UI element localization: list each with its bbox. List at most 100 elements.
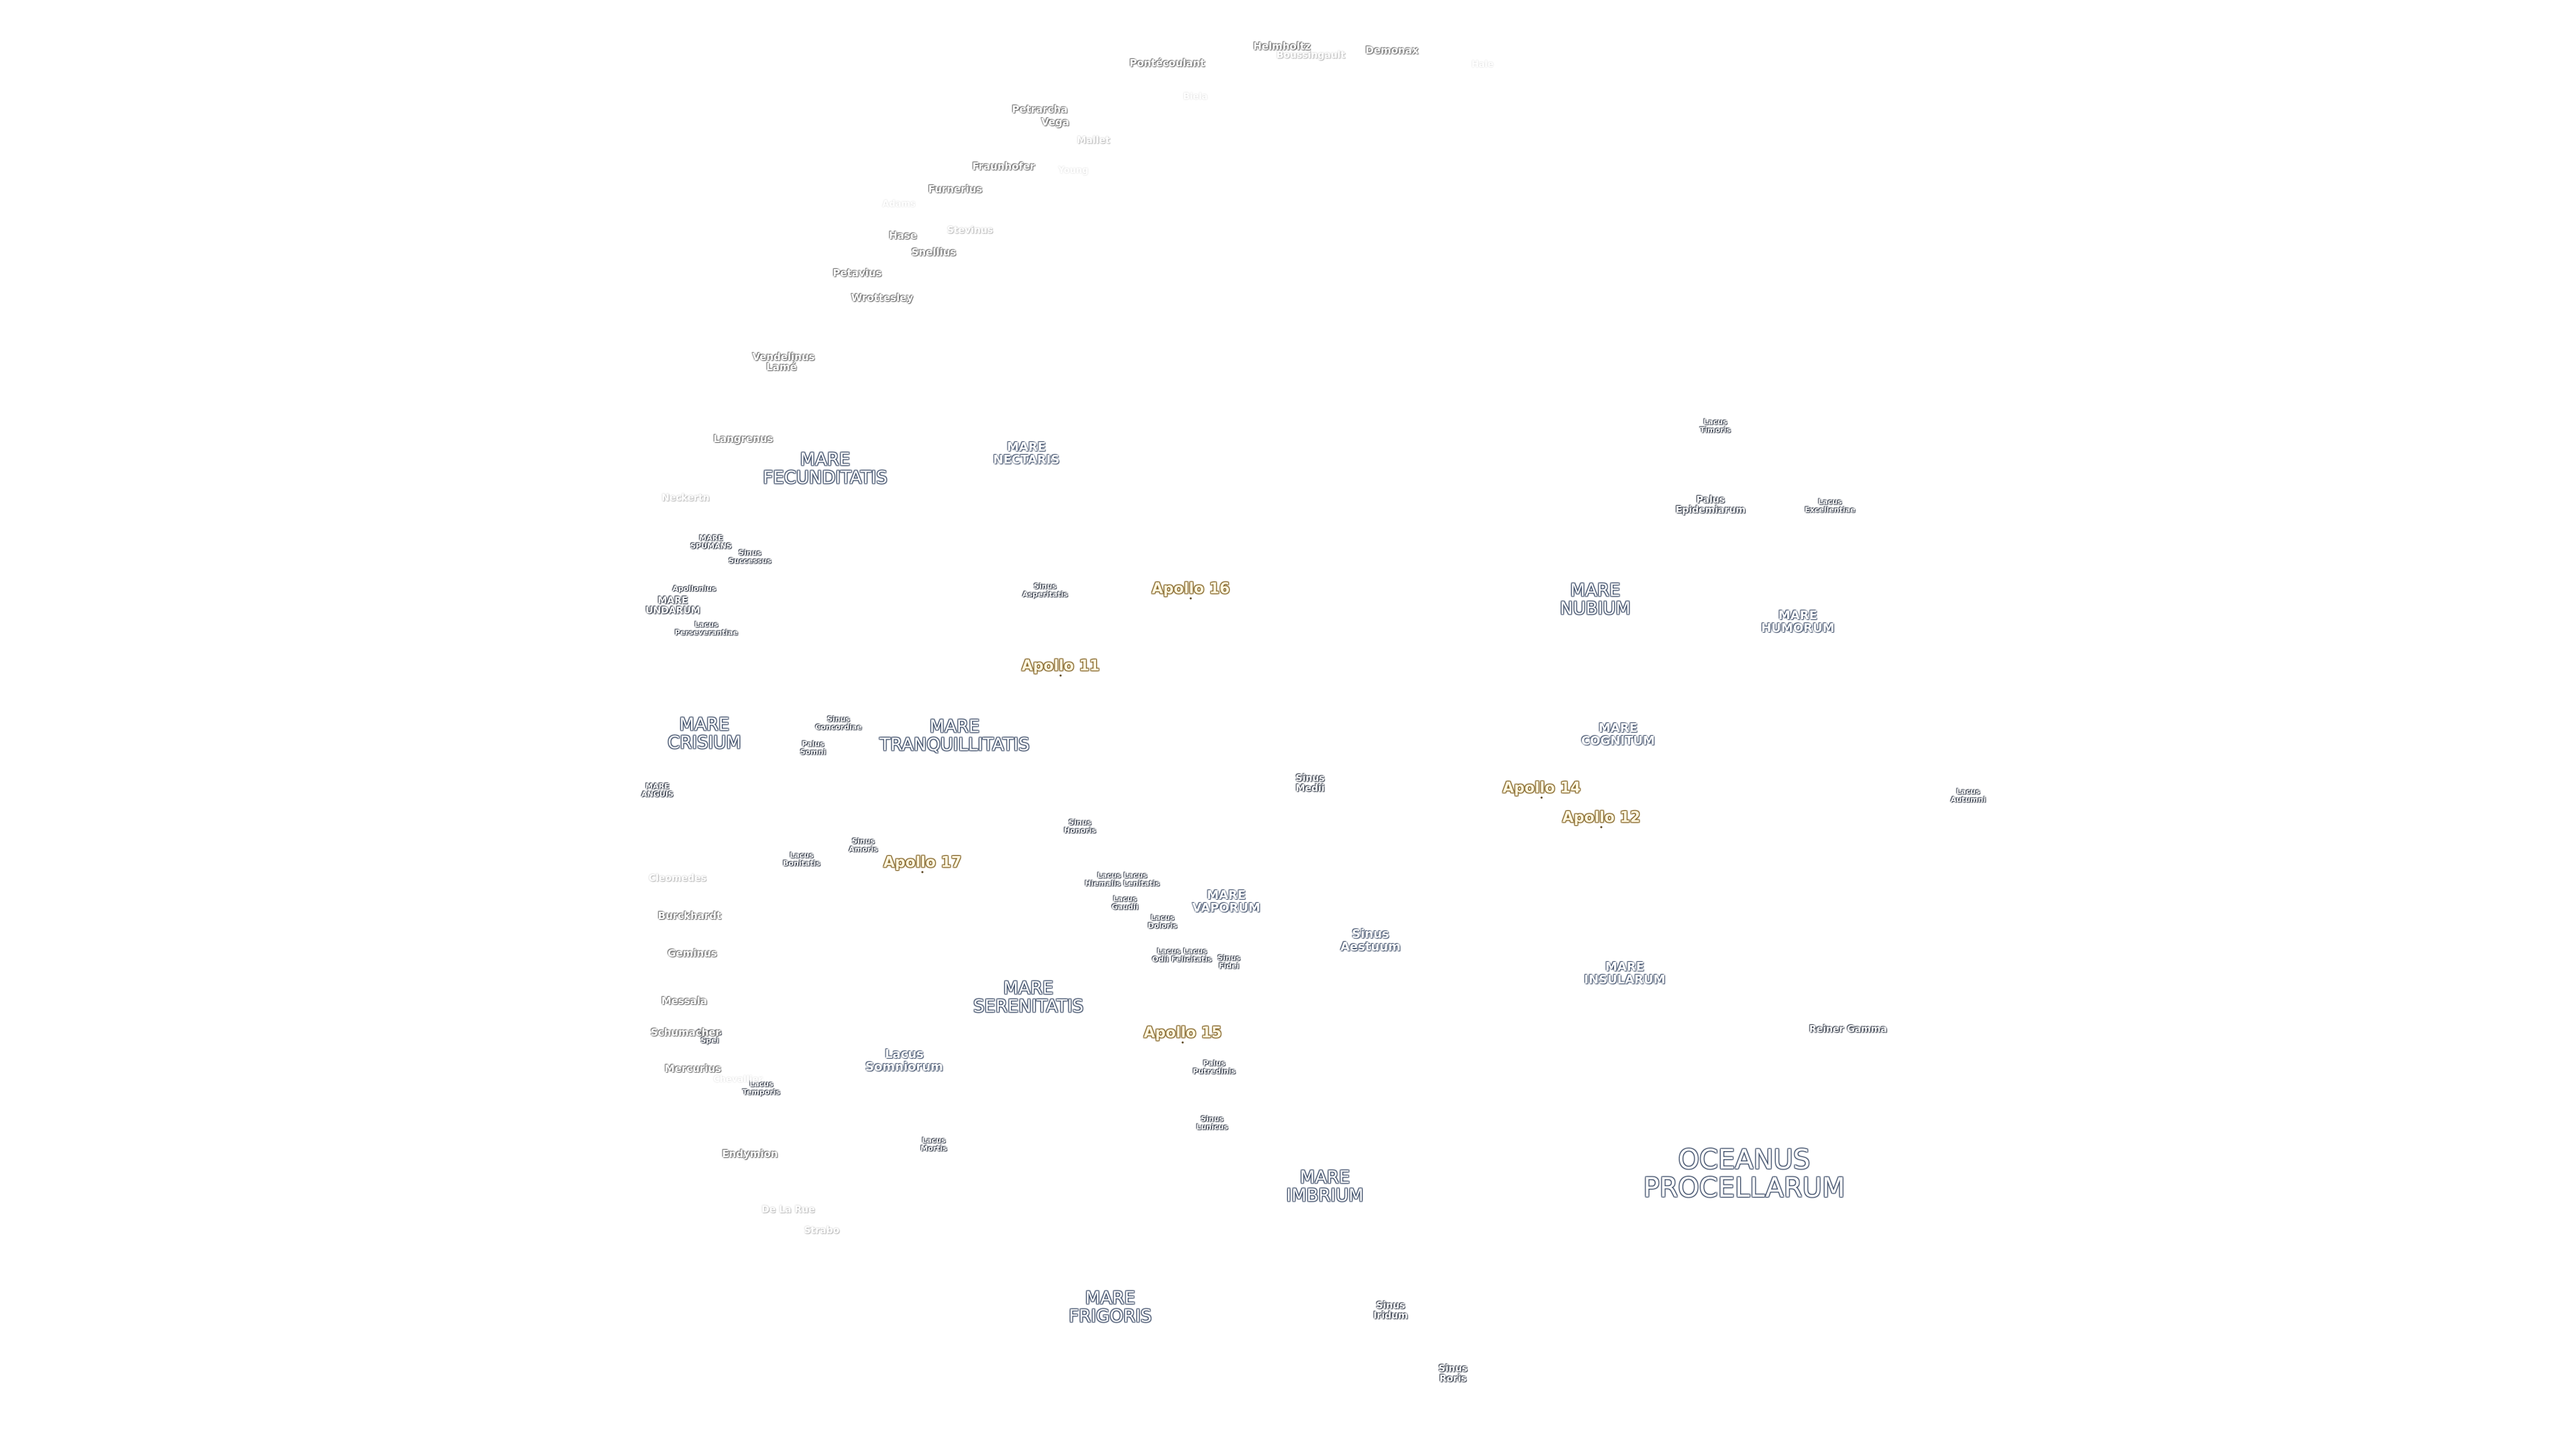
hase-text: Hase [889,229,917,242]
helmholtz-label: Helmholtz [1253,41,1311,52]
biela-label: Biela [1183,93,1208,102]
lacus-timoris-text: Timoris [1699,425,1731,434]
sinus-iridum-text: Sinus [1376,1300,1405,1311]
snellius-text: Snellius [911,246,957,259]
fraunhofer-text: Fraunhofer [972,160,1035,173]
sinus-iridum-text: Iridum [1373,1310,1408,1321]
mare-nectaris-text: MARE [1007,440,1046,455]
lacus-bonitatis-text: Bonitatis [783,859,820,867]
lacus-odii-text: Lacus Lacus [1157,947,1208,956]
sinus-lunicus-text: Lunicus [1196,1122,1228,1131]
biela-text: Biela [1183,92,1208,103]
mare-fecunditatis-text: MARE [800,449,851,470]
mare-vaporum-text: MARE [1207,888,1246,903]
mare-humorum-text: HUMORUM [1761,621,1835,635]
apollo-11-text: Apollo 11 [1021,657,1100,675]
lacus-timoris-text: Lacus [1703,417,1727,427]
young-text: Young [1058,166,1089,176]
geminus-text: Geminus [667,947,717,960]
sinus-lunicus-text: Sinus [1201,1114,1224,1124]
fraunhofer-label: Fraunhofer [972,160,1035,173]
mercurius-label: Mercurius [664,1063,722,1075]
lacus-lenitatis-text: Lacus Lacus [1097,871,1148,880]
apollo-11-label: Apollo 11 [1022,658,1099,674]
lacus-doloris-text: Lacus [1150,913,1175,922]
sinus-concordiae-text: Sinus [827,714,850,724]
mallet-text: Mallet [1077,135,1110,146]
apollo-15-text: Apollo 15 [1143,1024,1222,1042]
hale-text: Hale [1471,60,1494,70]
adams-label: Adams [882,200,915,209]
palus-epidemiarum-text: Palus [1696,494,1725,506]
mercurius-text: Mercurius [664,1063,722,1075]
vendelinus-label: Vendelinus [752,352,814,363]
sinus-aestuum-text: Sinus [1352,927,1389,942]
sinus-medii-text: Medii [1295,783,1325,794]
lacus-temporis-text: Lacus [749,1079,773,1089]
mare-cognitum-text: MARE [1598,721,1638,736]
mare-anguis-text: ANGUIS [641,790,674,798]
stevinus-label: Stevinus [947,225,993,236]
apollo-16-text: Apollo 16 [1151,580,1230,598]
vega-text: Vega [1041,116,1069,129]
mare-frigoris-text: MARE [1085,1288,1136,1309]
apollo-14-text: Apollo 14 [1502,780,1581,797]
mare-crisium-text: MARE [679,714,730,735]
sinus-fidei-text: Fidei [1218,961,1240,970]
schumacher-label: Schumacher [651,1027,720,1038]
chevallier-label: Chevallier [713,1075,762,1085]
sinus-successus-text: Successus [729,556,771,565]
messala-text: Messala [661,995,708,1008]
langrenus-text: Langrenus [713,433,773,445]
sinus-concordiae-text: Concordiae [815,722,862,731]
lacus-excellentiae-text: Lacus [1818,497,1842,506]
hase-label: Hase [889,229,917,242]
strabo-label: Strabo [804,1226,840,1236]
endymion-label: Endymion [722,1148,777,1160]
mare-cognitum-text: COGNITUM [1581,734,1655,748]
apollo-12-site-marker [1600,826,1603,828]
mare-vaporum-text: VAPORUM [1192,901,1260,915]
apollo-17-text: Apollo 17 [883,854,962,871]
mare-spumans-text: MARE [699,533,723,543]
lacus-gaudii-text: Gaudii [1112,902,1138,911]
neckertn-text: Neckertn [661,492,710,504]
lacus-spei-text: Spei [700,1036,719,1044]
mare-serenitatis-text: SERENITATIS [973,997,1084,1017]
mare-nectaris-text: NECTARIS [993,453,1060,467]
apollo-16-site-marker [1189,597,1192,600]
chevallier-text: Chevallier [713,1075,763,1085]
wrottesley-text: Wrottesley [851,292,914,305]
lacus-spei-text: Lacus [698,1028,722,1037]
burckhardt-text: Burckhardt [657,910,722,922]
lacus-perseverantiae-text: Perseverantiae [674,628,739,637]
petavius-label: Petavius [833,268,882,279]
mare-insularum-text: MARE [1605,960,1644,975]
young-label: Young [1059,166,1089,176]
apollo-14-site-marker [1540,796,1543,799]
